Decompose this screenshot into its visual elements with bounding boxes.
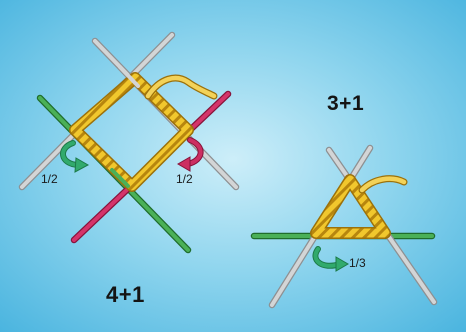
fraction-label-left: 1/2 [41,172,58,186]
setup-label-4-plus-1: 4+1 [106,282,145,308]
fraction-label-right: 1/2 [176,172,193,186]
setup-label-3-plus-1: 3+1 [327,92,364,116]
fraction-label-triangle: 1/3 [349,256,366,270]
